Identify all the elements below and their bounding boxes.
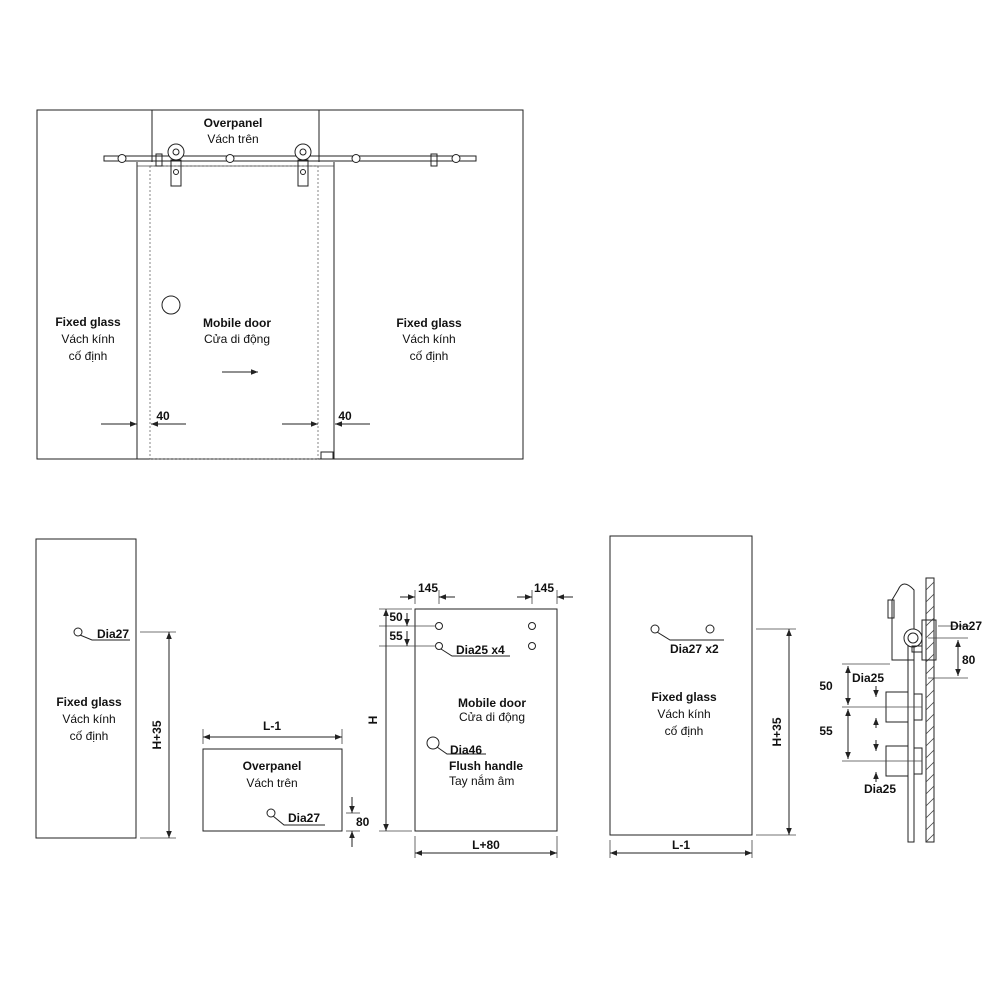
roller-right-icon: [294, 143, 312, 187]
mobile-door-sub: Cửa di động: [459, 710, 525, 724]
fixed-glass-right-label: Fixed glass: [396, 316, 462, 330]
dim-145-right: 145: [534, 581, 554, 595]
top-elevation: Overpanel Vách trên Fixed glass Vách kín…: [36, 109, 524, 460]
fixed-glass-right-sub2: cố định: [665, 724, 704, 738]
hole-dia25-icon: [435, 642, 443, 650]
fixed-glass-left-label: Fixed glass: [55, 315, 121, 329]
rail-support-icon: [117, 154, 127, 163]
dim-80-detail: 80: [962, 653, 976, 667]
handle-hole-icon: [161, 295, 181, 315]
roller-left-icon: [167, 143, 185, 187]
fixed-glass-left-line2: cố định: [69, 349, 108, 363]
dia25x4-label: Dia25 x4: [456, 643, 505, 657]
dim-right-40: 40: [338, 409, 352, 423]
hole-dia27-icon: [266, 808, 276, 818]
glass-section: [907, 639, 915, 843]
bolt-fitting-bottom-icon: [885, 745, 923, 777]
hole-dia25-icon: [528, 642, 536, 650]
height-h35-label: H+35: [770, 717, 784, 746]
fixed-glass-left-sub1: Vách kính: [62, 712, 115, 726]
mobile-door-title: Mobile door: [458, 696, 526, 710]
overpanel-sublabel: Vách trên: [207, 132, 258, 146]
roller-bracket-icon: [891, 583, 915, 661]
panel-mobile-door: 145 145 Dia25 x4 50 55 H Mobile door Cửa…: [366, 581, 573, 858]
dim-50-label: 50: [389, 610, 403, 624]
width-l1-label: L-1: [263, 719, 281, 733]
hole-dia27-icon: [73, 627, 83, 637]
fixed-glass-left-line1: Vách kính: [61, 332, 114, 346]
flush-handle-sub: Tay nắm âm: [449, 773, 514, 788]
rail-support-icon: [351, 154, 361, 163]
hole-dia25-icon: [435, 622, 443, 630]
dim-55-label: 55: [389, 629, 403, 643]
fixed-glass-right-sub1: Vách kính: [657, 707, 710, 721]
hole-dia25-icon: [528, 622, 536, 630]
dim-145-left: 145: [418, 581, 438, 595]
bolt-fitting-top-icon: [885, 691, 923, 723]
panel-overpanel: L-1 Overpanel Vách trên Dia27 80: [202, 719, 370, 847]
overpanel-title: Overpanel: [243, 759, 302, 773]
dim-50-detail: 50: [819, 679, 833, 693]
sliding-rail: [103, 155, 477, 162]
overpanel-label: Overpanel: [204, 116, 263, 130]
dia46-label: Dia46: [450, 743, 482, 757]
end-stop-icon: [155, 153, 163, 167]
floor-guide-icon: [320, 451, 334, 460]
panel-fixed-glass-left: Dia27 H+35 Fixed glass Vách kính cố định: [35, 538, 176, 839]
side-section-detail: Dia27 80 50 55 Dia25 Dia25: [819, 577, 982, 843]
height-h35-label: H+35: [150, 720, 164, 749]
panel-fixed-glass-right: Dia27 x2 Fixed glass Vách kính cố định H…: [609, 535, 796, 858]
dia27x2-label: Dia27 x2: [670, 642, 719, 656]
flush-handle-icon: [426, 736, 440, 750]
dim-80-label: 80: [356, 815, 370, 829]
rail-support-icon: [225, 154, 235, 163]
hole-dia27-icon: [705, 624, 715, 634]
hole-dia27-icon: [650, 624, 660, 634]
dia25-top-label: Dia25: [852, 671, 884, 685]
fixed-glass-right-title: Fixed glass: [651, 690, 717, 704]
dia27-detail-label: Dia27: [950, 619, 982, 633]
dim-55-detail: 55: [819, 724, 833, 738]
height-h-label: H: [366, 716, 380, 725]
rail-clamp-icon: [921, 619, 937, 661]
dia25-bottom-label: Dia25: [864, 782, 896, 796]
width-l80-label: L+80: [472, 838, 500, 852]
end-stop-icon: [430, 153, 438, 167]
fixed-glass-left-title: Fixed glass: [56, 695, 122, 709]
rail-support-icon: [451, 154, 461, 163]
elevation-frame: [36, 109, 524, 460]
fixed-glass-left-sub2: cố định: [70, 729, 109, 743]
fixed-glass-right-line2: cố định: [410, 349, 449, 363]
overpanel-sub: Vách trên: [246, 776, 297, 790]
fixed-glass-right-line1: Vách kính: [402, 332, 455, 346]
dia27-label: Dia27: [288, 811, 320, 825]
dim-left-40: 40: [156, 409, 170, 423]
flush-handle-label: Flush handle: [449, 759, 523, 773]
mobile-door-sublabel: Cửa di động: [204, 332, 270, 346]
mobile-door-label: Mobile door: [203, 316, 271, 330]
width-l1-label: L-1: [672, 838, 690, 852]
dia27-label: Dia27: [97, 627, 129, 641]
